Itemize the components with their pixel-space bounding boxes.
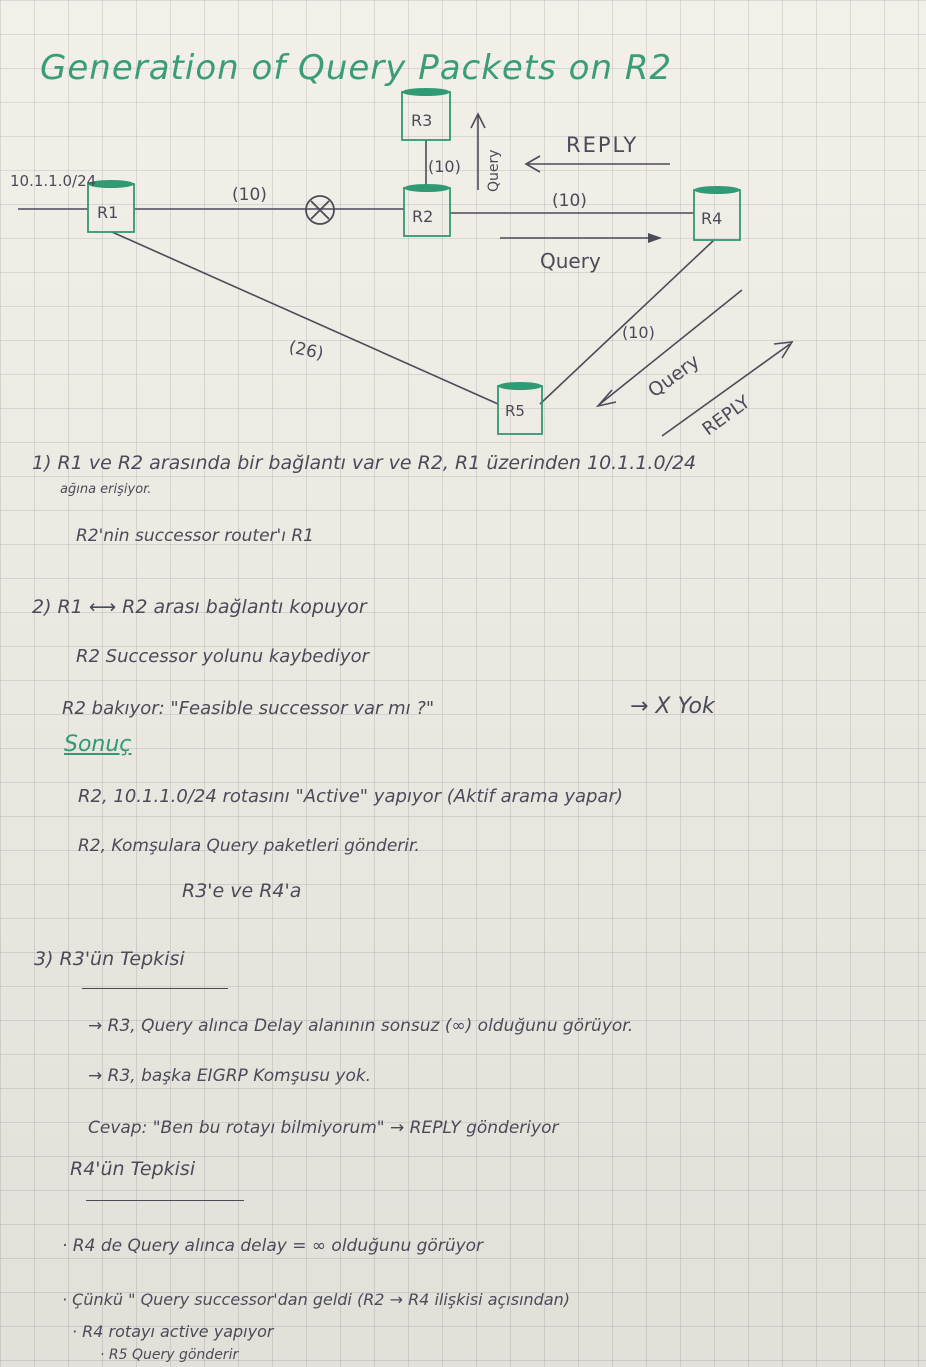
query-right-arrow-icon: [648, 233, 662, 243]
note-s3-line5: · Çünkü " Query successor'dan geldi (R2 …: [62, 1290, 571, 1309]
note-s1-line2: ağına erişiyor.: [60, 482, 152, 497]
note-s2-line5: R2, 10.1.1.0/24 rotasını "Active" yapıyo…: [78, 786, 623, 807]
note-s1-line1: 1) R1 ve R2 arasında bir bağlantı var ve…: [32, 452, 697, 474]
router-r2-icon: [403, 184, 451, 237]
router-r5-icon: [497, 382, 543, 435]
page-title: Generation of Query Packets on R2: [40, 48, 673, 88]
heading2-underline: [86, 1200, 244, 1201]
reply-diag-arrow-icon: [773, 341, 794, 359]
note-s2-line2: R2 Successor yolunu kaybediyor: [76, 646, 369, 667]
note-s2-line3: R2 bakıyor: "Feasible successor var mı ?…: [62, 698, 435, 719]
router-r3-icon: [401, 88, 451, 141]
cost-r1-r5: (26): [287, 337, 325, 364]
router-r1-icon: [87, 180, 135, 233]
reply-top-label: REPLY: [566, 133, 638, 157]
note-s3-line6: · R4 rotayı active yapıyor: [72, 1322, 274, 1341]
query-vertical-label: Query: [486, 149, 502, 192]
note-s3-line2: → R3, başka EIGRP Komşusu yok.: [88, 1066, 372, 1086]
note-s2-result-heading: Sonuç: [64, 732, 132, 757]
reply-arrow-icon: [524, 155, 541, 173]
note-s2-line3b: → X Yok: [630, 694, 715, 719]
note-s2-line7: R3'e ve R4'a: [182, 880, 302, 902]
cost-r5-r4: (10): [622, 323, 655, 342]
cost-r2-r3: (10): [428, 157, 461, 176]
note-s3-heading: 3) R3'ün Tepkisi: [34, 948, 185, 970]
cost-r1-r2: (10): [232, 185, 267, 205]
note-s1-line3: R2'nin successor router'ı R1: [76, 526, 314, 546]
note-s3-line7: · R5 Query gönderir: [100, 1347, 239, 1363]
router-r2-label: R2: [412, 207, 433, 226]
note-s3-line1: → R3, Query alınca Delay alanının sonsuz…: [88, 1016, 634, 1036]
query-up-arrow-icon: [470, 112, 486, 129]
router-r1-label: R1: [97, 203, 118, 222]
router-r4-label: R4: [701, 209, 722, 228]
query-diag-label: Query: [644, 350, 704, 402]
network-label: 10.1.1.0/24: [10, 172, 96, 190]
link-r1-r5: [111, 231, 499, 405]
router-r5-label: R5: [505, 402, 525, 420]
router-r4-icon: [693, 186, 741, 241]
cost-r2-r4: (10): [552, 191, 587, 211]
heading-underline: [82, 988, 228, 989]
note-s2-line6: R2, Komşulara Query paketleri gönderir.: [78, 836, 420, 856]
note-s2-line1: 2) R1 ⟷ R2 arası bağlantı kopuyor: [32, 596, 367, 618]
note-s3-line4: · R4 de Query alınca delay = ∞ olduğunu …: [62, 1236, 484, 1256]
router-r3-label: R3: [411, 111, 432, 130]
link-failure-icon: [305, 195, 335, 225]
reply-diag-label: REPLY: [699, 391, 755, 440]
query-diag-arrow-icon: [595, 389, 617, 408]
note-s3-line3: Cevap: "Ben bu rotayı bilmiyorum" → REPL…: [88, 1118, 559, 1138]
note-s3-heading2: R4'ün Tepkisi: [70, 1158, 196, 1180]
query-mid-label: Query: [540, 249, 601, 273]
link-r5-r4: [539, 239, 715, 405]
